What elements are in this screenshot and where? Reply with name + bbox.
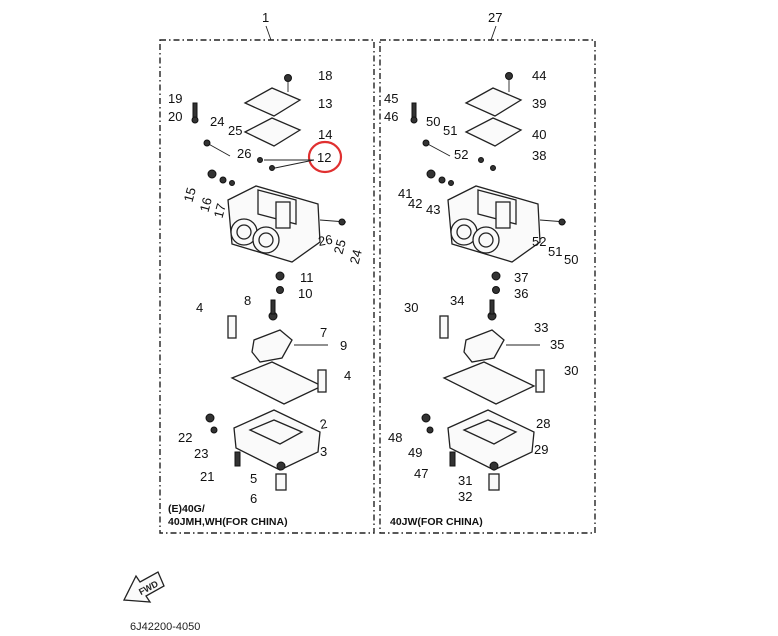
callout-left-18[interactable]: 18 — [318, 68, 332, 83]
callout-left-9[interactable]: 9 — [340, 338, 347, 353]
right-assembly-frame — [379, 39, 596, 534]
callout-left-19[interactable]: 19 — [168, 91, 182, 106]
left-callouts: 18 19 20 13 24 25 14 26 12 15 16 17 26 2… — [168, 68, 365, 506]
callout-right-30b[interactable]: 30 — [564, 363, 578, 378]
callout-left-15[interactable]: 15 — [181, 186, 199, 204]
callout-right-47[interactable]: 47 — [414, 466, 428, 481]
assembly-leader-right — [490, 25, 497, 41]
callout-left-22[interactable]: 22 — [178, 430, 192, 445]
callout-left-3[interactable]: 3 — [320, 444, 327, 459]
callout-right-33[interactable]: 33 — [534, 320, 548, 335]
diagram-code: 6J42200-4050 — [130, 621, 200, 633]
callout-right-51a[interactable]: 51 — [443, 123, 457, 138]
assembly-number-right[interactable]: 27 — [488, 10, 502, 25]
callout-right-30a[interactable]: 30 — [404, 300, 418, 315]
callout-right-38[interactable]: 38 — [532, 148, 546, 163]
callout-left-12[interactable]: 12 — [317, 150, 331, 165]
float-part — [251, 329, 293, 363]
callout-left-23[interactable]: 23 — [194, 446, 208, 461]
screw-part — [284, 74, 292, 82]
callout-left-24b[interactable]: 24 — [347, 248, 365, 266]
assembly-leader-left — [265, 25, 272, 41]
callout-left-8[interactable]: 8 — [244, 293, 251, 308]
right-callouts: 44 45 46 39 50 51 40 52 38 41 42 43 52 5… — [384, 68, 578, 504]
cover-part — [243, 87, 302, 117]
callout-right-51b[interactable]: 51 — [548, 244, 562, 259]
callout-right-37[interactable]: 37 — [514, 270, 528, 285]
callout-right-50a[interactable]: 50 — [426, 114, 440, 129]
callout-right-46[interactable]: 46 — [384, 109, 398, 124]
left-caption-line2: 40JMH,WH(FOR CHINA) — [168, 516, 288, 528]
callout-right-50b[interactable]: 50 — [564, 252, 578, 267]
bowl-gasket-part — [230, 361, 324, 405]
callout-right-32[interactable]: 32 — [458, 489, 472, 504]
callout-left-2[interactable]: 2 — [319, 416, 329, 432]
callout-right-52b[interactable]: 52 — [532, 234, 546, 249]
callout-right-39[interactable]: 39 — [532, 96, 546, 111]
callout-right-28[interactable]: 28 — [536, 416, 550, 431]
callout-left-4b[interactable]: 4 — [344, 368, 351, 383]
callout-left-4a[interactable]: 4 — [196, 300, 203, 315]
callout-left-11[interactable]: 11 — [300, 270, 314, 285]
callout-left-6[interactable]: 6 — [250, 491, 257, 506]
callout-left-10[interactable]: 10 — [298, 286, 312, 301]
callout-right-36[interactable]: 36 — [514, 286, 528, 301]
callout-right-48[interactable]: 48 — [388, 430, 402, 445]
callout-right-52a[interactable]: 52 — [454, 147, 468, 162]
callout-right-42[interactable]: 42 — [408, 196, 422, 211]
callout-right-34[interactable]: 34 — [450, 293, 464, 308]
callout-left-17[interactable]: 17 — [211, 202, 229, 220]
highlight-circle — [307, 140, 343, 174]
callout-left-25b[interactable]: 25 — [331, 238, 349, 256]
callout-right-40[interactable]: 40 — [532, 127, 546, 142]
callout-left-26b[interactable]: 26 — [317, 232, 334, 249]
fwd-arrow-icon: FWD — [122, 571, 165, 603]
callout-right-49[interactable]: 49 — [408, 445, 422, 460]
assembly-number-left[interactable]: 1 — [262, 10, 269, 25]
right-carburetor-drawing — [410, 72, 567, 491]
callout-left-24a[interactable]: 24 — [210, 114, 224, 129]
gasket-part — [243, 117, 302, 147]
left-carburetor-drawing — [191, 74, 347, 491]
callout-left-25a[interactable]: 25 — [228, 123, 242, 138]
callout-left-26a[interactable]: 26 — [237, 146, 251, 161]
callout-left-5[interactable]: 5 — [250, 471, 257, 486]
callout-right-29[interactable]: 29 — [534, 442, 548, 457]
callout-left-20[interactable]: 20 — [168, 109, 182, 124]
callout-right-41[interactable]: 41 — [398, 186, 412, 201]
right-caption: 40JW(FOR CHINA) — [390, 516, 483, 528]
left-assembly-frame — [159, 39, 375, 534]
callout-right-35[interactable]: 35 — [550, 337, 564, 352]
callout-left-7[interactable]: 7 — [320, 325, 327, 340]
callout-right-45[interactable]: 45 — [384, 91, 398, 106]
screw-part — [191, 116, 199, 124]
left-caption-line1: (E)40G/ — [168, 503, 205, 515]
callout-right-31[interactable]: 31 — [458, 473, 472, 488]
callout-left-16[interactable]: 16 — [197, 196, 215, 214]
callout-left-21[interactable]: 21 — [200, 469, 214, 484]
callout-right-44[interactable]: 44 — [532, 68, 546, 83]
callout-left-13[interactable]: 13 — [318, 96, 332, 111]
callout-right-43[interactable]: 43 — [426, 202, 440, 217]
callout-left-14[interactable]: 14 — [318, 127, 332, 142]
